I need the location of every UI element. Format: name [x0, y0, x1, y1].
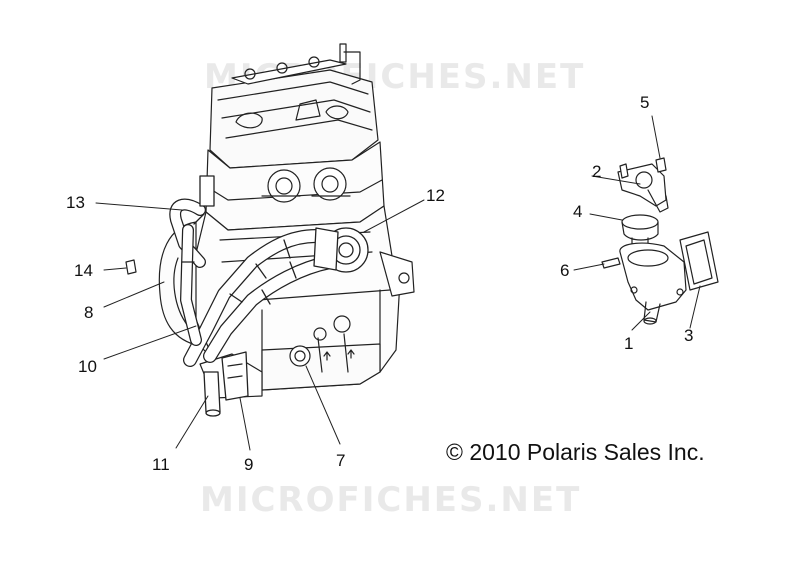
callout-8: 8: [84, 303, 94, 322]
callout-1: 1: [624, 334, 634, 353]
cap-14: [125, 259, 137, 275]
callout-11: 11: [152, 455, 170, 474]
thermostat-assembly: [601, 157, 719, 325]
callout-14: 14: [74, 261, 93, 280]
callout-6: 6: [560, 261, 570, 280]
callout-5: 5: [640, 93, 650, 112]
watermark-bottom: MICROFICHES.NET: [200, 480, 582, 520]
callout-12: 12: [426, 186, 445, 205]
callout-7: 7: [336, 451, 346, 470]
callout-3: 3: [684, 326, 694, 345]
callout-10: 10: [78, 357, 97, 376]
callout-9: 9: [244, 455, 254, 474]
callout-2: 2: [592, 162, 602, 181]
copyright-notice: © 2010 Polaris Sales Inc.: [446, 439, 705, 465]
callout-13: 13: [66, 193, 85, 212]
callout-4: 4: [573, 202, 583, 221]
leader-lines: [95, 115, 701, 451]
